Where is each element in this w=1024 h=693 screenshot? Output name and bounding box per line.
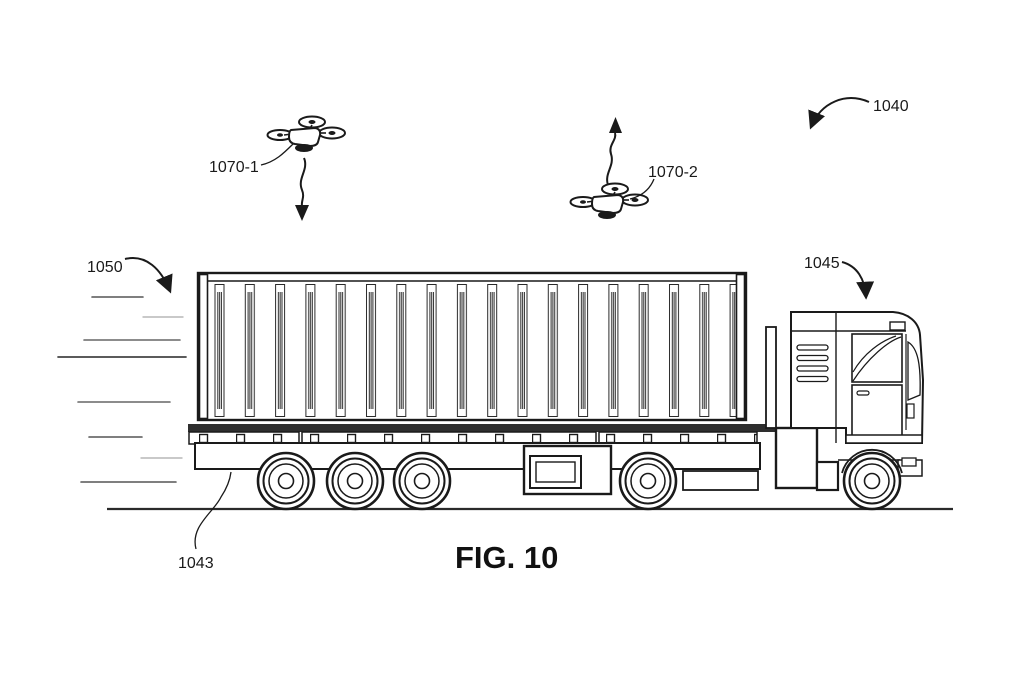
leader-1040: [808, 97, 870, 130]
label-1043: 1043: [178, 555, 214, 572]
container-ribs: [213, 284, 737, 417]
leader-1070-1: [260, 143, 294, 166]
leader-1050: [124, 257, 173, 294]
door-handle: [856, 390, 870, 396]
exhaust-stack: [765, 326, 777, 429]
leader-1045: [841, 261, 875, 300]
drone-2-icon: [569, 182, 649, 220]
label-1040: 1040: [873, 98, 909, 115]
wheels: [256, 451, 902, 511]
cab-louvers: [796, 344, 829, 383]
leader-1043: [194, 471, 232, 550]
drone-2-ascent-arrow: [606, 117, 622, 186]
figure-caption: FIG. 10: [455, 540, 558, 575]
tractor-front-wheel: [842, 451, 902, 511]
trailer-wheel: [256, 451, 316, 511]
label-1045: 1045: [804, 255, 840, 272]
speed-lines: [57, 296, 187, 483]
leader-1070-2: [629, 178, 655, 200]
label-1070-2: 1070-2: [648, 164, 698, 181]
trailer-wheel: [392, 451, 452, 511]
leader-lines: [124, 97, 875, 550]
cab-window: [851, 333, 903, 383]
drone-1-icon: [266, 115, 346, 153]
tractor-rear-wheel: [618, 451, 678, 511]
drone-1-descent-arrow: [295, 157, 309, 221]
trailer-wheel: [325, 451, 385, 511]
tractor-chassis: [774, 426, 900, 492]
label-1050: 1050: [87, 259, 123, 276]
cargo-container: [196, 271, 748, 422]
label-1070-1: 1070-1: [209, 159, 259, 176]
truck-cab: [790, 311, 925, 477]
cab-visor: [889, 321, 906, 331]
